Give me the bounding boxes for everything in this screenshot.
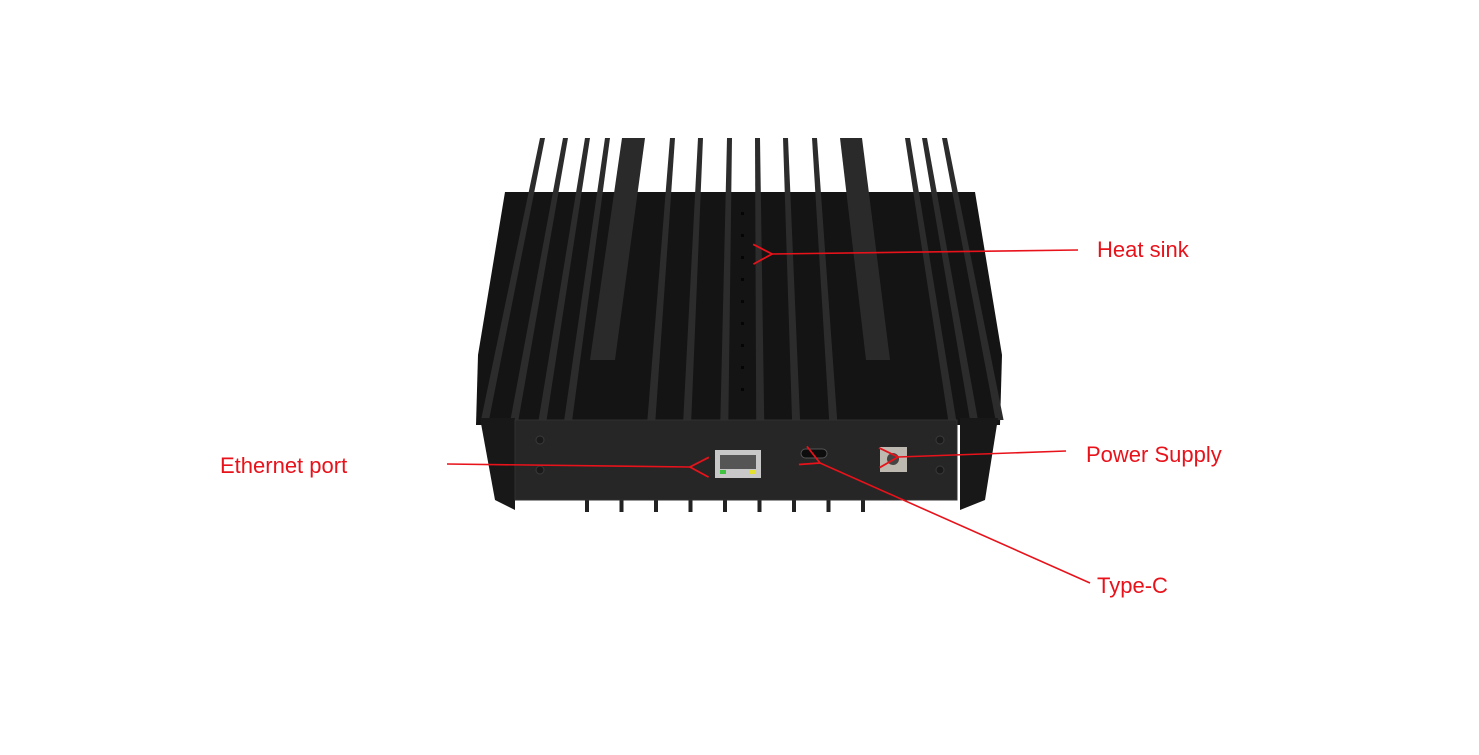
fin	[683, 138, 703, 420]
fin	[481, 138, 545, 420]
vent-dot	[741, 212, 744, 215]
foot	[792, 498, 796, 512]
fin	[647, 138, 675, 420]
heat-sink-fins	[481, 138, 1004, 420]
bottom-feet	[585, 498, 865, 512]
fin	[538, 138, 590, 420]
ethernet-port-graphic	[715, 450, 761, 478]
foot	[585, 498, 589, 512]
heat-sink-arrow	[772, 250, 1079, 254]
foot	[826, 498, 831, 512]
vent-dot	[741, 256, 744, 259]
fin	[905, 138, 957, 420]
foot	[688, 498, 693, 512]
vent-dot	[741, 322, 744, 325]
power-connector-graphic	[880, 447, 907, 472]
fin	[755, 138, 765, 420]
panel-screws	[535, 435, 945, 475]
mounting-rail-right	[840, 138, 890, 360]
foot	[861, 498, 865, 512]
foot	[619, 498, 624, 512]
fin	[510, 138, 568, 420]
heat-sink-label: Heat sink	[1097, 237, 1189, 262]
ethernet-port-arrow	[446, 464, 690, 467]
annotation-arrows	[446, 250, 1091, 584]
fin	[783, 138, 801, 420]
vent-dot	[741, 234, 744, 237]
foot	[654, 498, 658, 512]
fin	[720, 138, 732, 420]
foot	[757, 498, 762, 512]
vent-dot	[741, 388, 744, 391]
foot	[723, 498, 727, 512]
fin	[812, 138, 838, 420]
ethernet-port-label: Ethernet port	[220, 453, 348, 478]
fin	[564, 138, 610, 420]
vent-dot	[741, 278, 744, 281]
mounting-rail-left	[590, 138, 645, 360]
fin	[942, 138, 1004, 420]
heat-sink	[476, 138, 1004, 425]
vent-dot	[741, 344, 744, 347]
vent-dot	[741, 300, 744, 303]
fin	[922, 138, 978, 420]
type-c-port-graphic	[800, 448, 828, 459]
center-vent-dots	[741, 212, 744, 391]
vent-dot	[741, 366, 744, 369]
power-supply-arrow	[898, 451, 1067, 457]
type-c-arrow	[820, 463, 1091, 584]
power-supply-label: Power Supply	[1086, 442, 1222, 467]
type-c-label: Type-C	[1097, 573, 1168, 598]
